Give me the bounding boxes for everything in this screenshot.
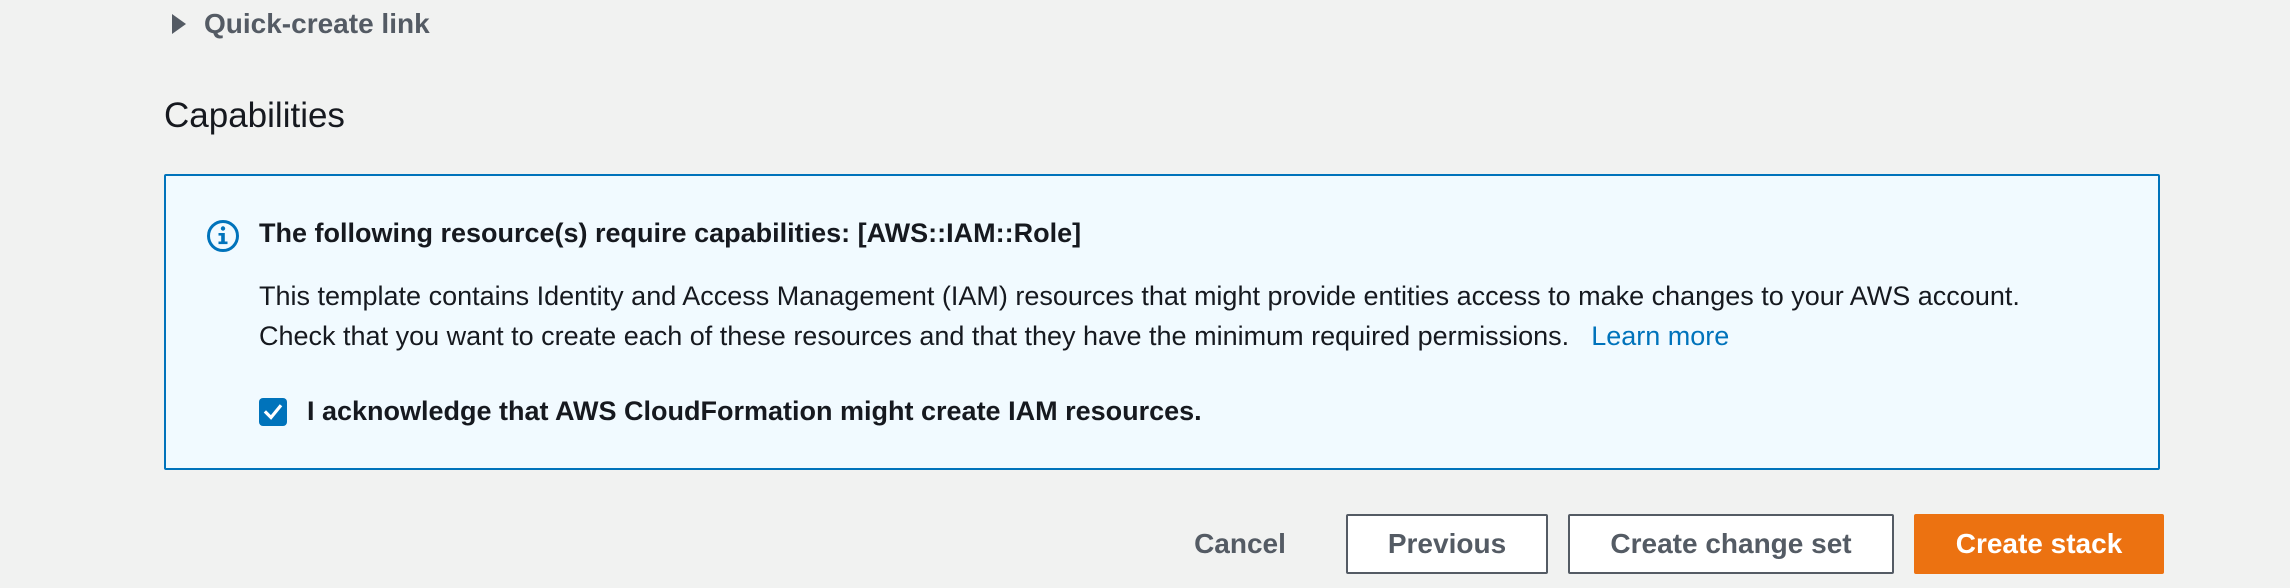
quick-create-link-expander[interactable]: Quick-create link — [172, 8, 430, 40]
previous-button[interactable]: Previous — [1346, 514, 1548, 574]
quick-create-link-label: Quick-create link — [204, 8, 430, 39]
learn-more-link[interactable]: Learn more — [1591, 321, 1730, 351]
alert-body-line-2-text: Check that you want to create each of th… — [259, 321, 1570, 351]
alert-body: This template contains Identity and Acce… — [259, 276, 2139, 356]
info-icon — [207, 220, 239, 252]
form-actions: Cancel Previous Create change set Create… — [0, 514, 2290, 574]
capabilities-info-alert: The following resource(s) require capabi… — [164, 174, 2160, 470]
cancel-button[interactable]: Cancel — [1170, 514, 1310, 574]
acknowledge-iam-label: I acknowledge that AWS CloudFormation mi… — [307, 396, 1202, 426]
alert-body-line-2: Check that you want to create each of th… — [259, 316, 2139, 356]
capabilities-title: Capabilities — [164, 96, 345, 135]
create-stack-button[interactable]: Create stack — [1914, 514, 2164, 574]
create-change-set-button[interactable]: Create change set — [1568, 514, 1894, 574]
alert-body-line-1: This template contains Identity and Acce… — [259, 281, 2020, 311]
alert-heading: The following resource(s) require capabi… — [259, 218, 1082, 248]
checkmark-icon — [263, 403, 283, 420]
acknowledge-iam-checkbox-row[interactable]: I acknowledge that AWS CloudFormation mi… — [259, 396, 1202, 427]
caret-right-icon — [172, 14, 186, 34]
acknowledge-iam-checkbox[interactable] — [259, 397, 287, 426]
